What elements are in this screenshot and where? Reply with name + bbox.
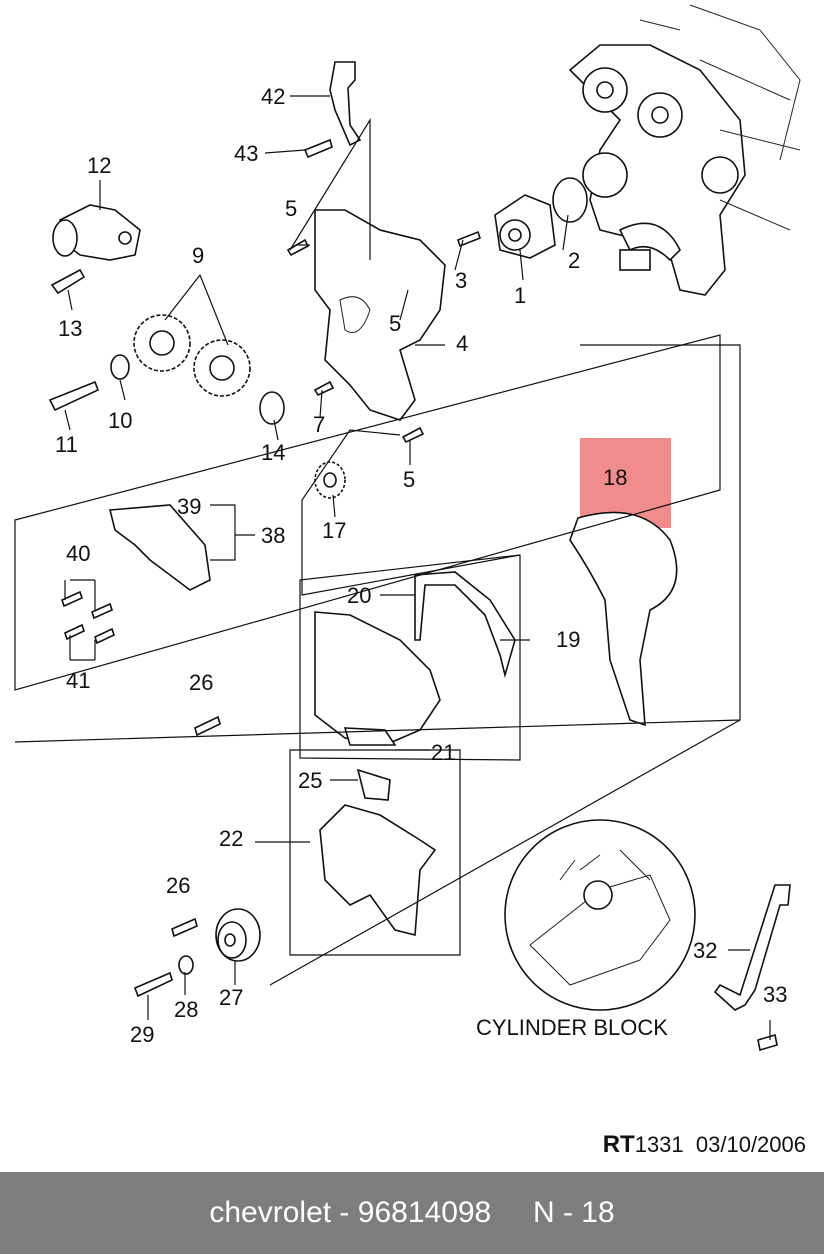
part-33-bolt bbox=[757, 1033, 778, 1052]
reference-number: 1331 bbox=[634, 1132, 684, 1157]
label-3: 3 bbox=[455, 268, 467, 293]
label-7: 7 bbox=[313, 412, 325, 437]
part-38-bracket bbox=[108, 504, 211, 591]
part-26b-bolt bbox=[171, 917, 198, 938]
part-14-bearing bbox=[259, 391, 285, 425]
label-26-a: 26 bbox=[189, 670, 213, 695]
part-12-tensioner bbox=[52, 204, 141, 261]
part-17-sprocket bbox=[314, 461, 346, 499]
part-20-gasket bbox=[414, 571, 516, 679]
part-19-upper-cover bbox=[314, 611, 441, 746]
part-4-rear-cover bbox=[314, 209, 446, 421]
label-39: 39 bbox=[177, 494, 201, 519]
label-2: 2 bbox=[568, 248, 580, 273]
part-5c-bolt bbox=[401, 426, 425, 444]
part-labels: 1 2 3 4 5 5 5 7 9 10 11 12 13 14 17 18 1… bbox=[55, 84, 787, 1047]
label-33: 33 bbox=[763, 982, 787, 1007]
part-43-bolt bbox=[303, 138, 333, 159]
footer-separator: - bbox=[331, 1196, 358, 1229]
label-5-a: 5 bbox=[285, 196, 297, 221]
engine-block-drawing bbox=[568, 4, 801, 296]
label-4: 4 bbox=[456, 331, 468, 356]
label-42: 42 bbox=[261, 84, 285, 109]
label-22: 22 bbox=[219, 826, 243, 851]
part-28-washer bbox=[178, 955, 194, 975]
reference-date: 03/10/2006 bbox=[695, 1132, 806, 1157]
label-32: 32 bbox=[693, 938, 717, 963]
label-17: 17 bbox=[322, 518, 346, 543]
part-7-bolt bbox=[313, 380, 335, 397]
label-40: 40 bbox=[66, 541, 90, 566]
part-18-belt bbox=[569, 511, 678, 727]
part-29-bolt bbox=[133, 971, 173, 998]
part-26a-bolt bbox=[194, 715, 221, 737]
part-22-lower-cover bbox=[319, 804, 437, 937]
label-25: 25 bbox=[298, 768, 322, 793]
label-10: 10 bbox=[108, 408, 132, 433]
part-42-sensor bbox=[329, 61, 362, 147]
label-19: 19 bbox=[556, 627, 580, 652]
footer-brand: chevrolet bbox=[209, 1196, 332, 1229]
footer-part-number: 96814098 bbox=[357, 1196, 492, 1229]
footer-position: N - 18 bbox=[532, 1196, 615, 1229]
reference-code: RT1331 03/10/2006 bbox=[603, 1131, 806, 1159]
part-2-gasket bbox=[552, 177, 588, 223]
part-13-bolt bbox=[50, 268, 86, 295]
label-27: 27 bbox=[219, 985, 243, 1010]
label-12: 12 bbox=[87, 153, 111, 178]
part-3-bolt bbox=[457, 230, 481, 248]
part-11-bolt bbox=[48, 380, 100, 412]
label-29: 29 bbox=[130, 1022, 154, 1047]
label-21: 21 bbox=[431, 740, 455, 765]
label-28: 28 bbox=[174, 997, 198, 1022]
label-11: 11 bbox=[55, 432, 78, 457]
label-20: 20 bbox=[347, 583, 371, 608]
reference-prefix: RT bbox=[602, 1131, 635, 1158]
part-9-gears bbox=[133, 314, 251, 397]
label-13: 13 bbox=[58, 316, 82, 341]
label-43: 43 bbox=[234, 141, 258, 166]
label-1: 1 bbox=[514, 283, 526, 308]
part-5a-bolt bbox=[286, 238, 310, 257]
leader-lines bbox=[14, 95, 771, 1040]
part-10-washer bbox=[110, 354, 130, 380]
part-32-sensor bbox=[713, 884, 791, 1011]
footer-bar: chevrolet - 96814098 N - 18 bbox=[0, 1172, 824, 1254]
exploded-parts-diagram: 1 2 3 4 5 5 5 7 9 10 11 12 13 14 17 18 1… bbox=[14, 4, 801, 1052]
part-27-pulley bbox=[215, 908, 261, 962]
part-41-bolts bbox=[64, 623, 115, 645]
label-5-c: 5 bbox=[403, 467, 415, 492]
cylinder-block-inset bbox=[504, 819, 696, 1011]
part-40-bolts bbox=[61, 590, 113, 620]
part-21-seal bbox=[343, 727, 397, 746]
label-38: 38 bbox=[261, 523, 285, 548]
part-25-seal bbox=[356, 768, 391, 801]
label-9: 9 bbox=[192, 243, 204, 268]
label-41: 41 bbox=[66, 668, 90, 693]
label-18: 18 bbox=[603, 465, 627, 490]
part-1-water-pump bbox=[494, 194, 556, 259]
label-26-b: 26 bbox=[166, 873, 190, 898]
label-14: 14 bbox=[261, 440, 285, 465]
label-5-b: 5 bbox=[389, 311, 401, 336]
inset-caption: CYLINDER BLOCK bbox=[476, 1015, 668, 1040]
